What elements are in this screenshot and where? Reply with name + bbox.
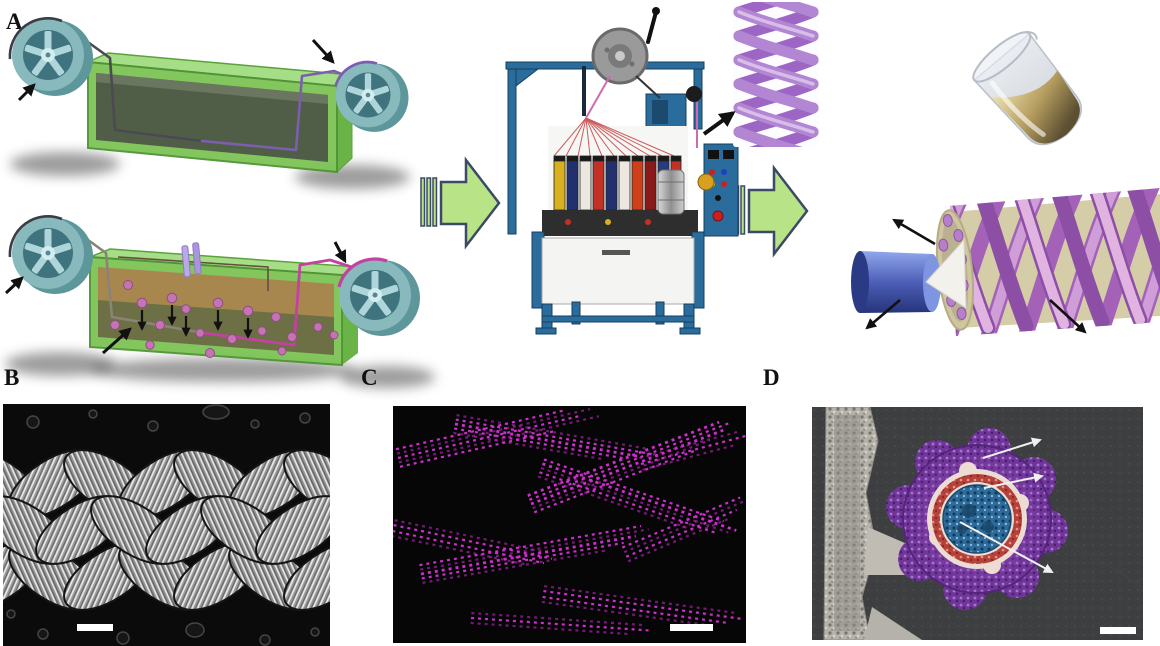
panel-d-cross-section-image <box>812 407 1143 640</box>
fluorescent-strand-bundles <box>393 408 746 636</box>
beaker-render <box>972 31 1082 146</box>
machine-legs <box>535 301 701 335</box>
nanoparticles <box>110 280 339 358</box>
sem-braid <box>3 449 330 611</box>
drive-belt <box>635 75 661 99</box>
scale-bar <box>77 624 113 631</box>
braiding-machine-photo <box>505 7 739 335</box>
arrow-to-takeup-spool-2 <box>333 241 347 264</box>
panel-b-label: B <box>4 365 20 390</box>
beaker-gold-liquid <box>991 70 1080 144</box>
particle-bath-tank <box>89 248 361 367</box>
machine-lever <box>646 7 660 44</box>
arrow-to-feed-spool <box>17 83 36 102</box>
scale-bar <box>670 624 713 631</box>
arrow-to-takeup-spool <box>311 38 335 64</box>
handwheel <box>697 173 715 191</box>
beaker-rim <box>972 31 1032 83</box>
process-arrow-1 <box>420 156 501 250</box>
motor <box>657 169 685 215</box>
thread-fan <box>553 117 675 157</box>
scale-bar <box>1100 627 1136 634</box>
tension-arrows <box>865 218 1087 334</box>
cabinet-handle <box>602 250 630 255</box>
braid-strands <box>733 2 819 147</box>
arrow-to-coated-fiber <box>102 327 132 355</box>
shadow-spool2 <box>5 352 115 376</box>
transition-cone <box>925 238 967 309</box>
shadow-spool <box>10 152 120 176</box>
blue-core-layer <box>942 484 1012 554</box>
layer-annotation-arrows <box>959 437 1054 573</box>
panel-a-label: A <box>6 9 23 34</box>
feed-spool <box>8 17 93 96</box>
feed-spool-2 <box>8 215 93 294</box>
coating-tank-green <box>85 52 355 174</box>
takeup-spool <box>334 60 409 132</box>
beaker-highlight <box>989 80 1046 137</box>
graft-cross-section <box>886 428 1068 610</box>
braided-graft-render <box>851 188 1160 336</box>
arrow-to-feed-spool-2 <box>4 276 24 295</box>
takeup-spool-2 <box>337 257 420 336</box>
braid-takeoff-thread <box>585 75 611 119</box>
membrane-pores <box>6 404 320 646</box>
gearbox-panel <box>652 100 668 124</box>
beaker-spout <box>1025 31 1038 40</box>
sedimentation-arrows <box>137 305 253 339</box>
braid-render-inset <box>733 2 819 147</box>
panel-c-label: C <box>361 365 378 390</box>
machine-wheel <box>591 27 649 85</box>
panel-b-sem-image <box>3 404 330 646</box>
process-arrow-2 <box>728 164 809 258</box>
arrow-to-braid-inset <box>702 111 736 136</box>
shadow-spool3 <box>340 366 435 388</box>
dip-coating-schematic-1 <box>8 17 409 174</box>
panel-c-fluorescence-image <box>393 406 746 643</box>
panel-d-label: D <box>763 365 780 390</box>
fast-forward-arrow-icon <box>728 164 809 258</box>
dip-coating-schematic-2 <box>4 215 420 367</box>
machine-cabinet <box>541 237 695 305</box>
electrode-plates <box>181 242 202 278</box>
electrode-wire <box>117 256 269 291</box>
control-panel <box>697 143 739 237</box>
guide-pulley <box>686 86 702 102</box>
fast-forward-arrow-icon <box>420 156 501 250</box>
tissue-strip <box>823 407 922 640</box>
